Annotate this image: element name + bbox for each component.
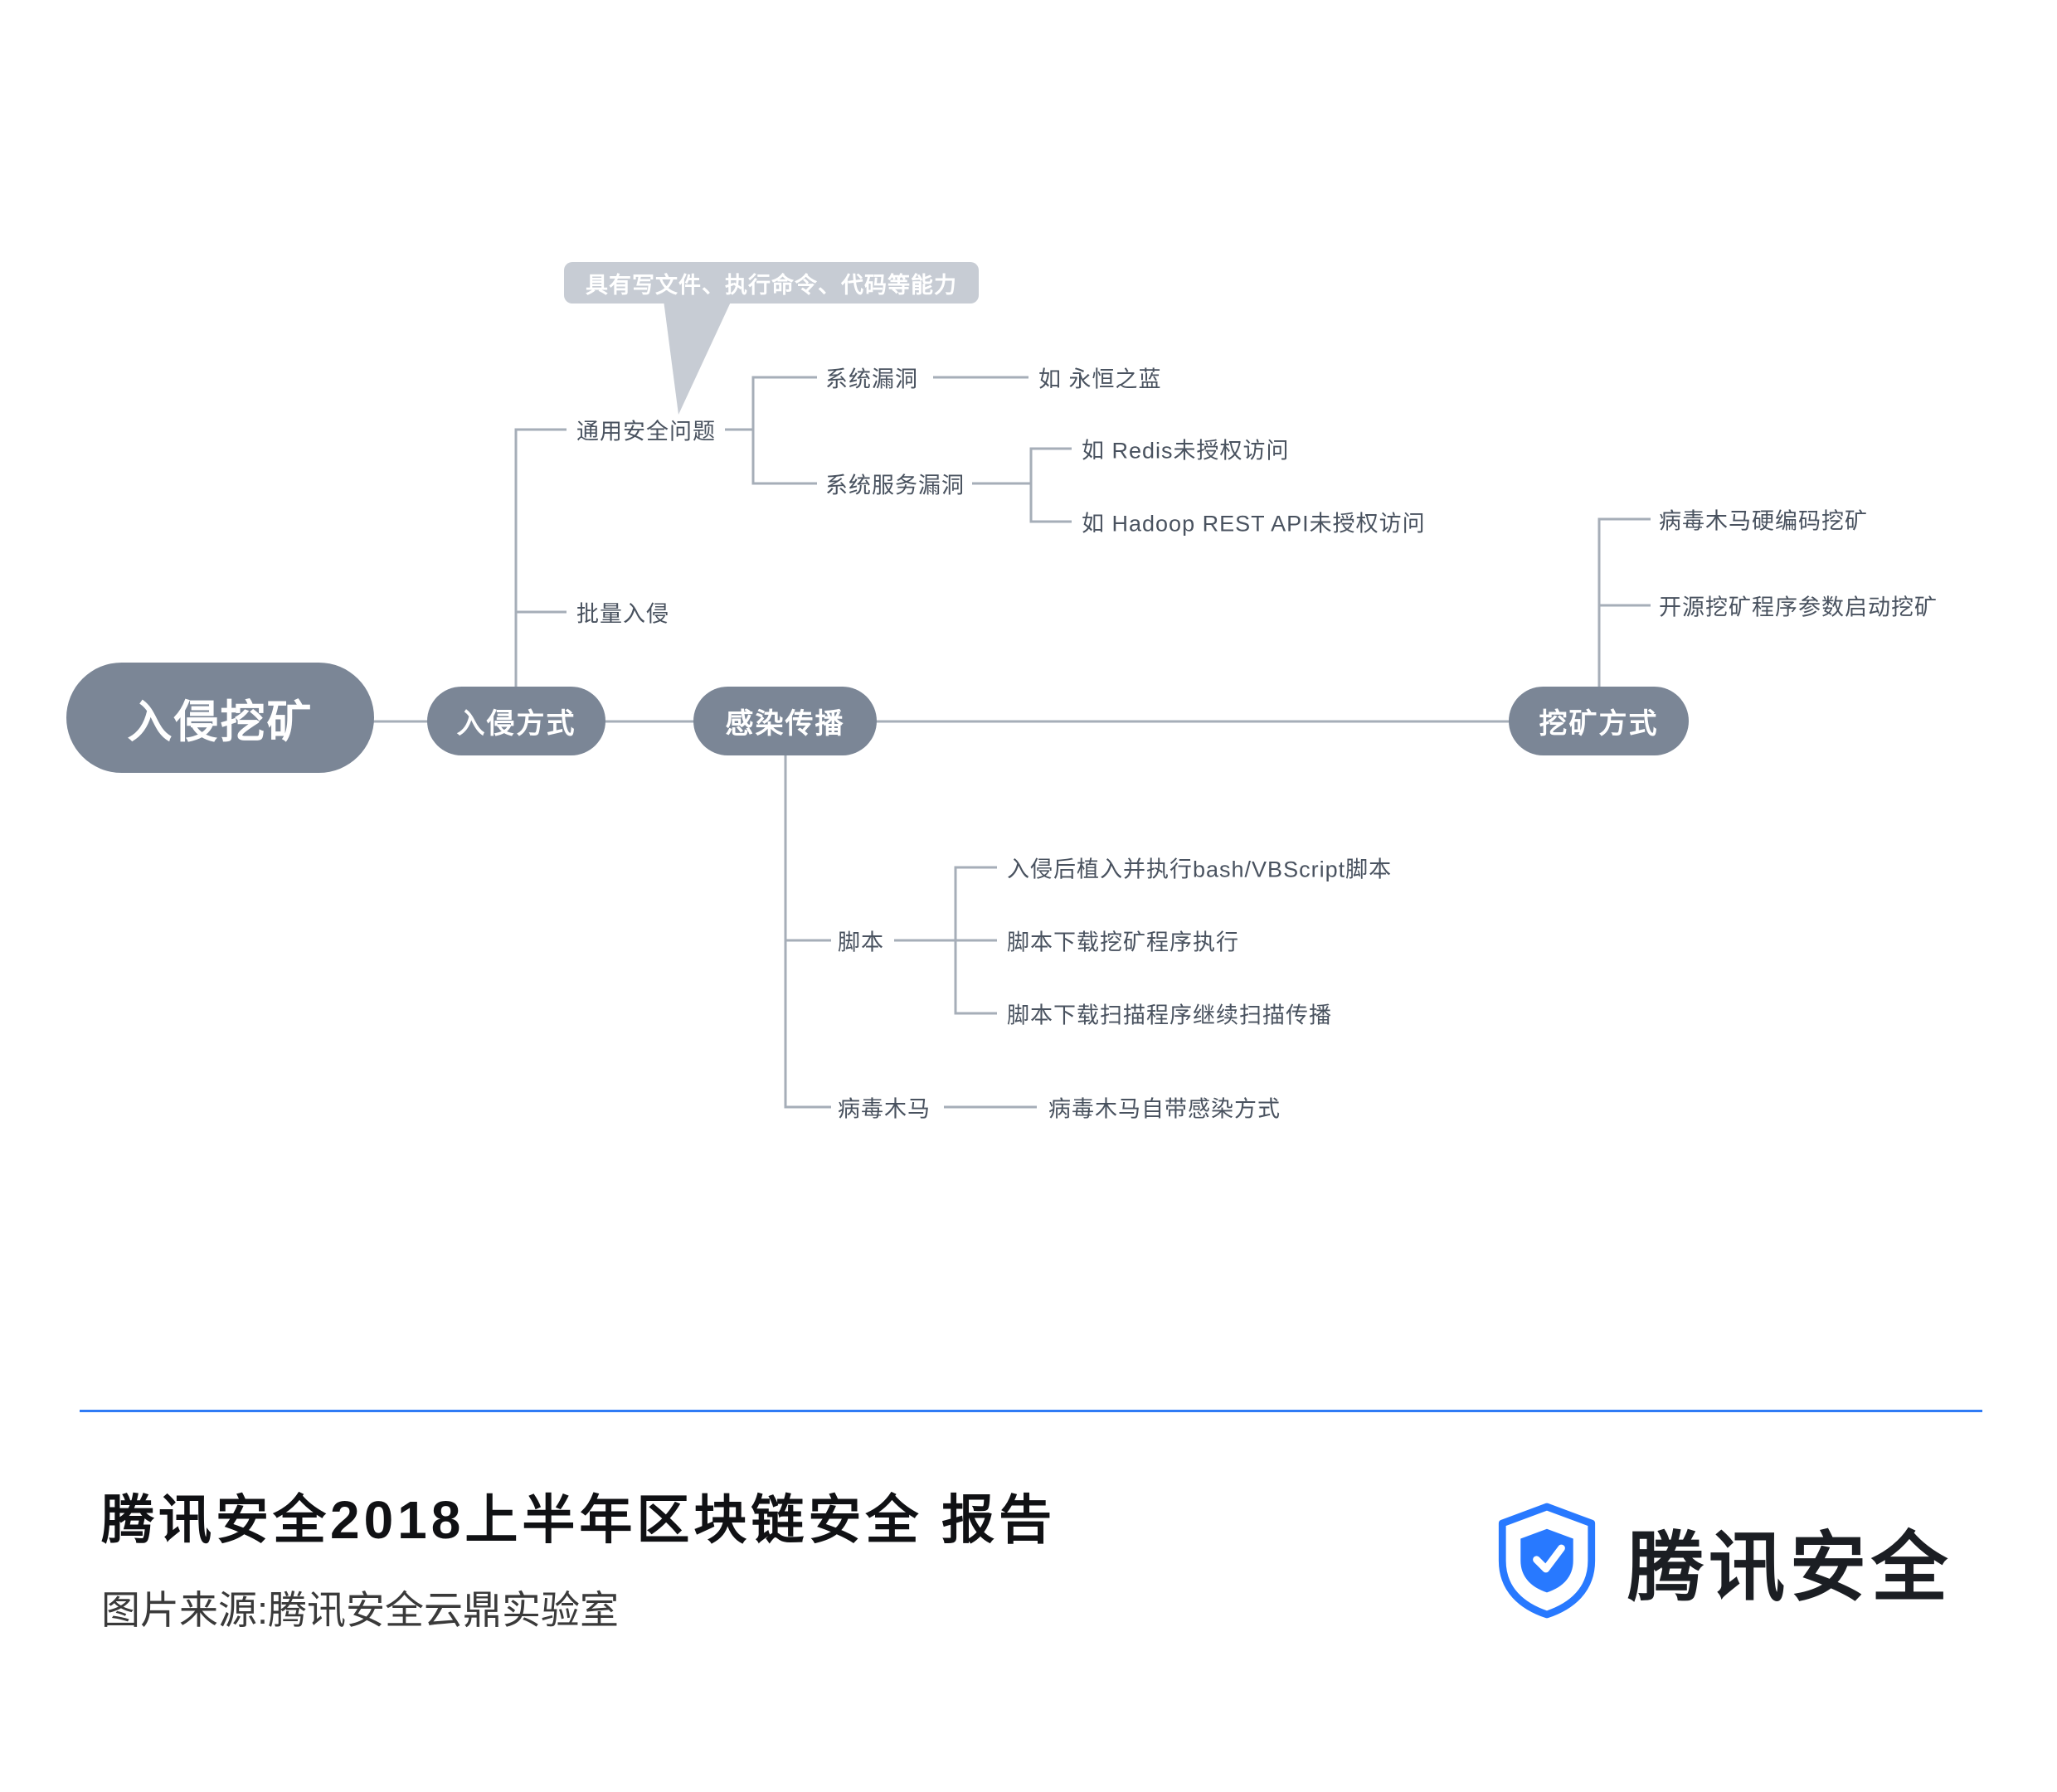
branch-virus-trojan: 病毒木马 xyxy=(838,1096,931,1122)
node-root-intrusion-mining: 入侵挖矿 xyxy=(66,663,374,773)
image-source-caption: 图片来源:腾讯安全云鼎实验室 xyxy=(101,1588,620,1632)
branch-system-vulnerability: 系统漏洞 xyxy=(825,367,918,392)
divider-line xyxy=(80,1410,1982,1412)
node-infection-spread: 感染传播 xyxy=(693,687,877,755)
leaf-eternal-blue: 如 永恒之蓝 xyxy=(1038,367,1162,392)
branch-general-security-issue: 通用安全问题 xyxy=(576,419,716,444)
shield-icon xyxy=(1498,1503,1596,1619)
leaf-script-bash-vbscript: 入侵后植入并执行bash/VBScript脚本 xyxy=(1007,857,1393,882)
tencent-security-logo: 腾讯安全 xyxy=(1495,1503,1952,1619)
node-mining-method: 挖矿方式 xyxy=(1509,687,1689,755)
leaf-script-download-miner: 脚本下载挖矿程序执行 xyxy=(1007,930,1239,955)
leaf-script-download-scanner: 脚本下载扫描程序继续扫描传播 xyxy=(1007,1003,1332,1028)
node-intrusion-method: 入侵方式 xyxy=(427,687,605,755)
leaf-hadoop-unauthorized: 如 Hadoop REST API未授权访问 xyxy=(1082,511,1426,537)
leaf-redis-unauthorized: 如 Redis未授权访问 xyxy=(1082,438,1290,464)
brand-name: 腾讯安全 xyxy=(1627,1525,1953,1610)
capability-callout: 具有写文件、执行命令、代码等能力 xyxy=(564,262,979,304)
branch-script: 脚本 xyxy=(838,930,884,955)
branch-batch-intrusion: 批量入侵 xyxy=(576,601,669,627)
report-title: 腾讯安全2018上半年区块链安全 报告 xyxy=(101,1490,1057,1550)
leaf-opensource-miner-params: 开源挖矿程序参数启动挖矿 xyxy=(1659,595,1938,620)
leaf-trojan-hardcoded-mining: 病毒木马硬编码挖矿 xyxy=(1659,508,1868,534)
branch-system-service-vulnerability: 系统服务漏洞 xyxy=(825,473,965,498)
leaf-trojan-self-infection: 病毒木马自带感染方式 xyxy=(1048,1096,1281,1122)
